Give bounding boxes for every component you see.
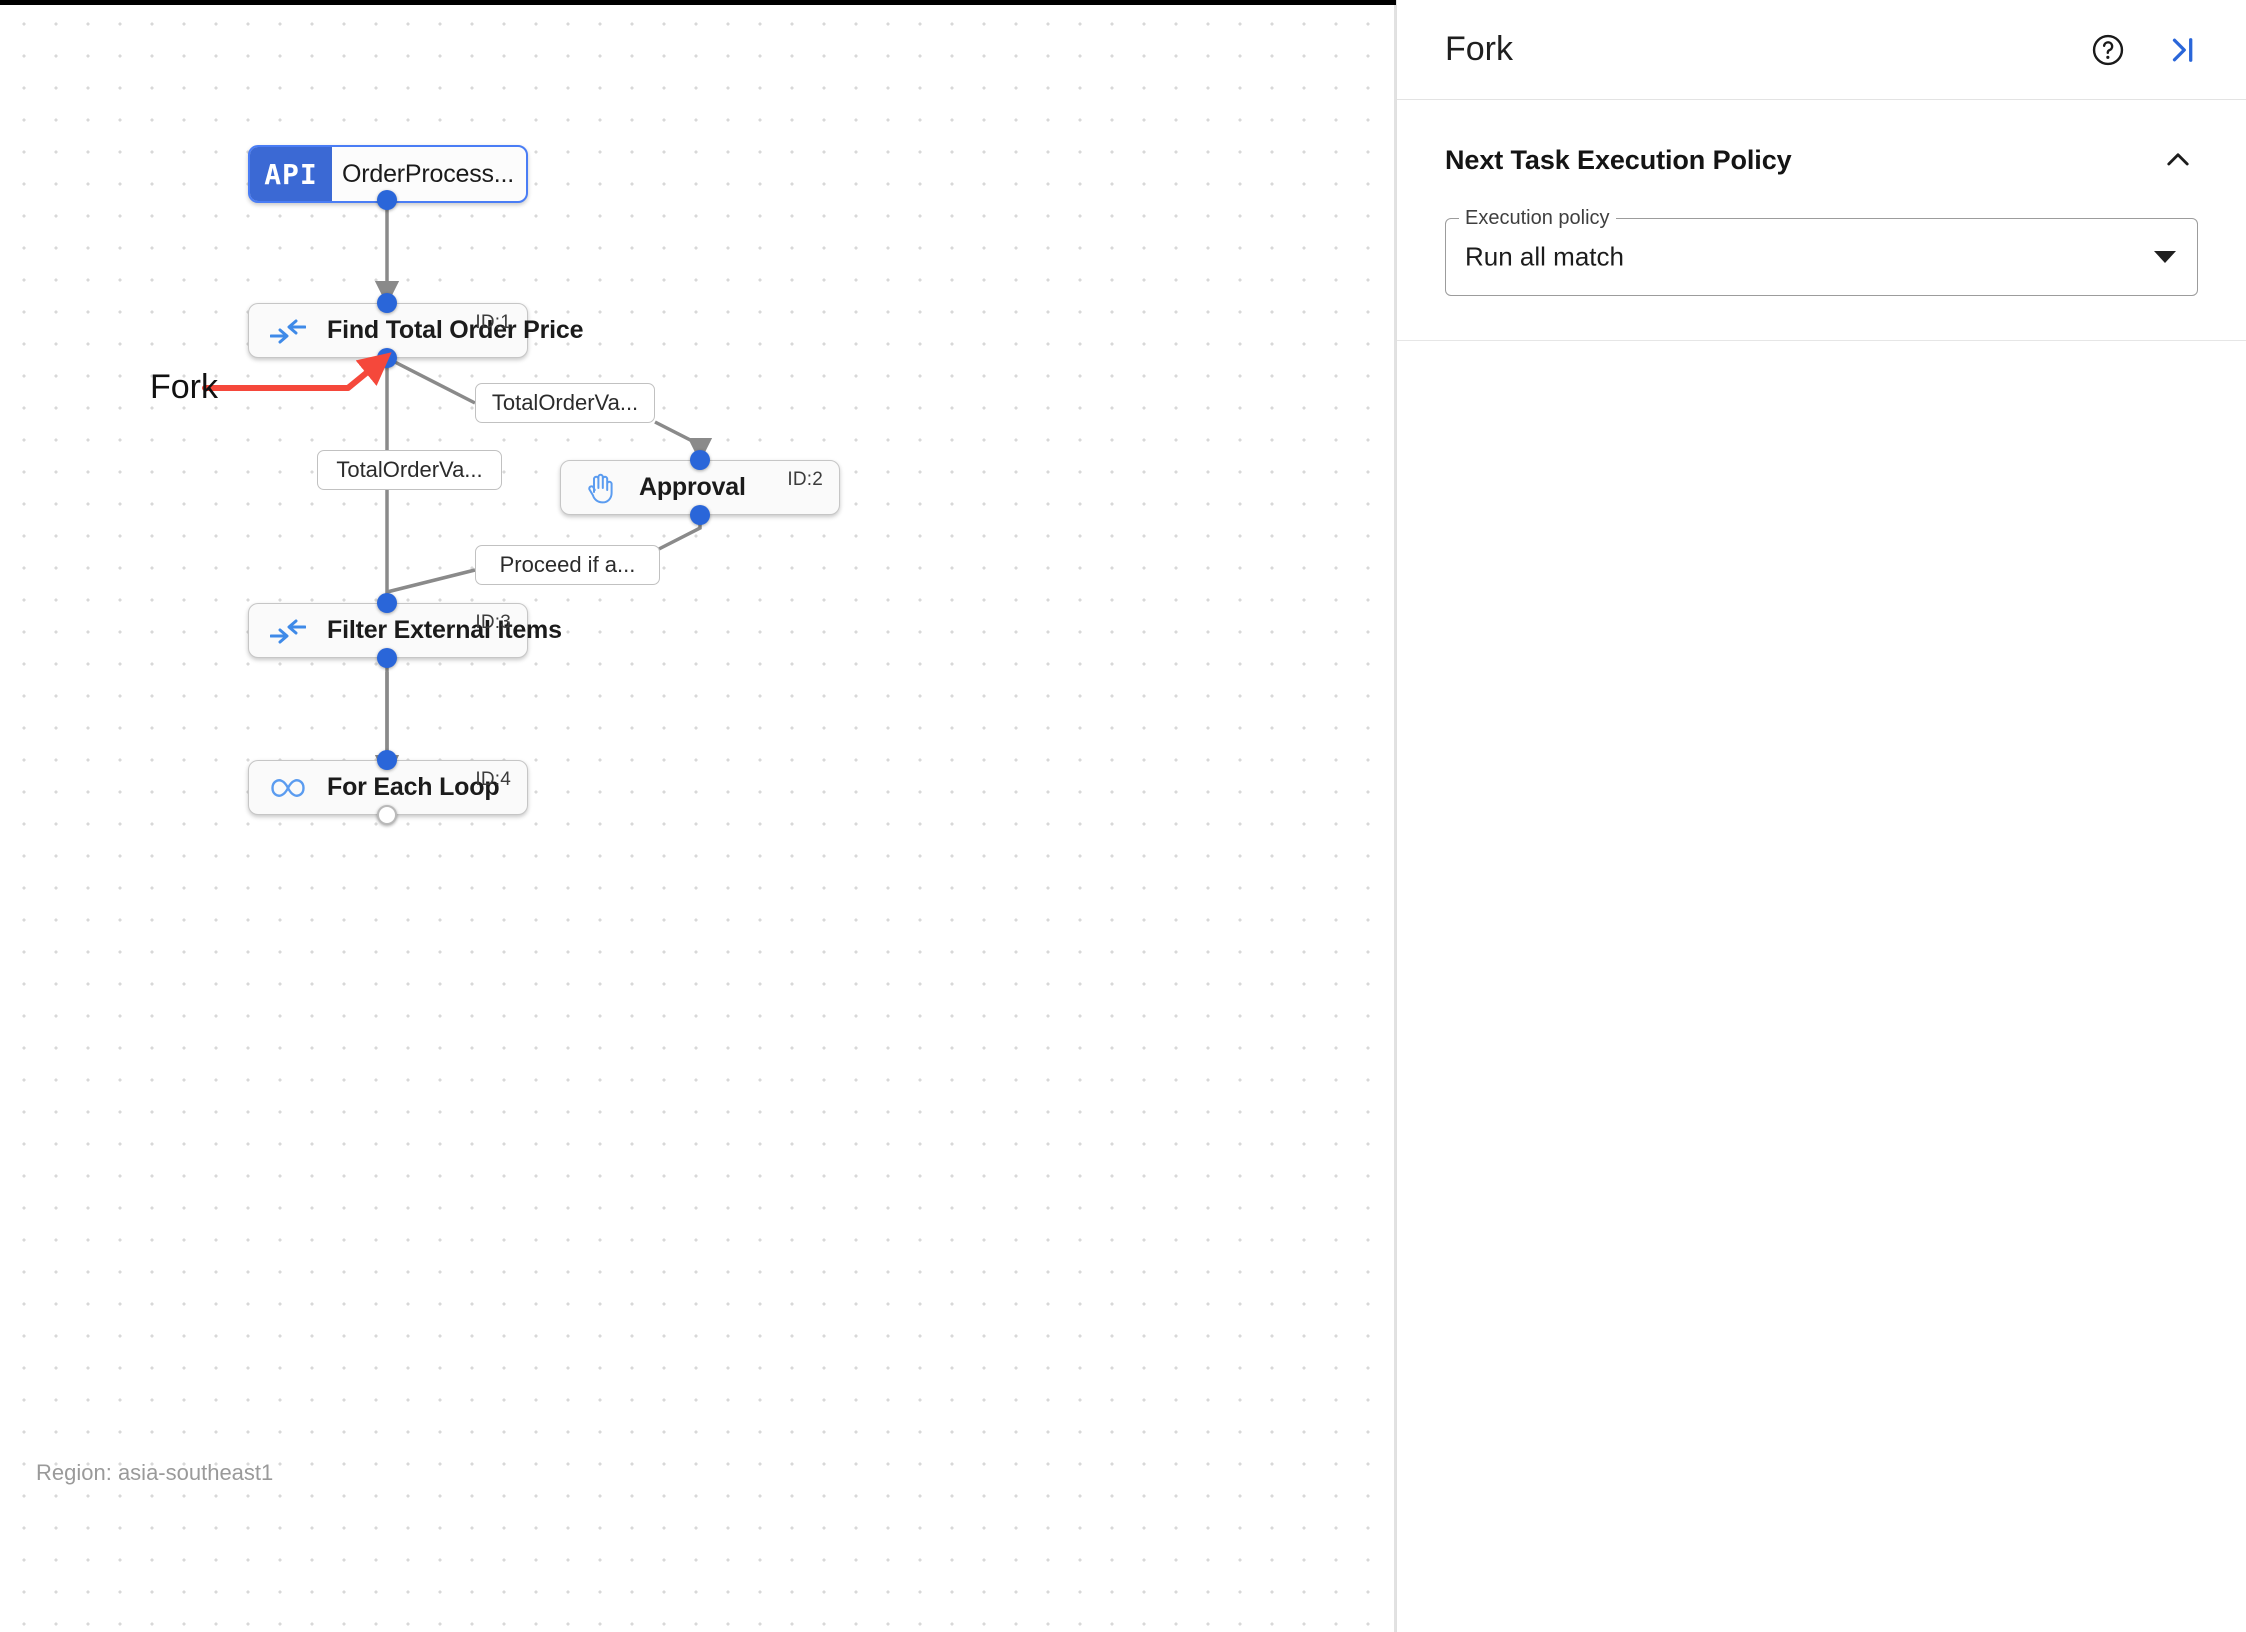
canvas-right-divider	[1394, 0, 1396, 1632]
merge-arrows-icon	[249, 318, 327, 344]
properties-panel: Fork Next Task	[1396, 0, 2246, 1632]
node-title: For Each Loop	[327, 773, 500, 801]
next-task-execution-policy-section: Next Task Execution Policy Execution pol…	[1397, 100, 2246, 341]
node-order-process[interactable]: API OrderProcess...	[248, 145, 528, 203]
node-title: OrderProcess...	[342, 159, 515, 188]
handle-order-process-output[interactable]	[377, 190, 397, 210]
edge-connections-layer-lower	[374, 672, 400, 780]
handle-approval-input[interactable]	[690, 450, 710, 470]
node-title: Approval	[639, 473, 746, 501]
handle-approval-output[interactable]	[690, 505, 710, 525]
help-circle-icon[interactable]	[2088, 30, 2128, 70]
node-id-badge: ID:3	[475, 612, 511, 633]
execution-policy-select-hit[interactable]	[1445, 218, 2198, 296]
node-title: Find Total Order Price	[327, 316, 584, 344]
node-id-badge: ID:2	[787, 469, 823, 490]
fork-annotation-arrow	[202, 352, 392, 391]
workflow-canvas[interactable]: Fork API OrderProcess... Find Total Orde…	[0, 0, 1396, 1632]
chevron-up-icon[interactable]	[2158, 140, 2198, 180]
execution-policy-label: Execution policy	[1459, 205, 1616, 231]
edge-label-e3-to-n3	[386, 568, 476, 594]
chevron-down-icon[interactable]	[2154, 251, 2176, 263]
fork-annotation-label: Fork	[150, 368, 218, 406]
edge-n1-to-label-e1-in	[386, 356, 476, 405]
handle-for-each-loop-output[interactable]	[377, 805, 397, 825]
hand-icon	[561, 472, 639, 504]
node-id-badge: ID:4	[475, 769, 511, 790]
merge-arrows-icon	[249, 618, 327, 644]
top-black-strip	[0, 0, 1396, 5]
execution-policy-value: Run all match	[1465, 241, 1624, 272]
edge-label-e1-to-n2	[654, 420, 713, 463]
node-id-badge: ID:1	[475, 312, 511, 333]
region-label: Region: asia-southeast1	[36, 1460, 274, 1485]
node-title: Filter External Items	[327, 616, 562, 644]
section-title: Next Task Execution Policy	[1445, 144, 1792, 175]
section-header[interactable]: Next Task Execution Policy	[1445, 140, 2198, 180]
edge-label-proceed-if-approved[interactable]: Proceed if a...	[475, 545, 660, 585]
edge-label-total-order-value-1[interactable]: TotalOrderVa...	[475, 383, 655, 423]
handle-filter-external-items-output[interactable]	[377, 648, 397, 668]
infinity-icon	[249, 777, 327, 799]
collapse-panel-icon[interactable]	[2162, 30, 2202, 70]
panel-header: Fork	[1397, 0, 2246, 100]
handle-for-each-loop-input[interactable]	[377, 750, 397, 770]
edge-label-total-order-value-2[interactable]: TotalOrderVa...	[317, 450, 502, 490]
handle-filter-external-items-input[interactable]	[377, 593, 397, 613]
api-badge-icon: API	[250, 147, 332, 201]
panel-title: Fork	[1445, 30, 1513, 68]
panel-header-actions	[2088, 30, 2202, 70]
handle-find-total-order-price-output[interactable]	[377, 348, 397, 368]
execution-policy-select[interactable]: Execution policy Run all match	[1445, 205, 2198, 296]
edge-connections-layer	[374, 200, 713, 796]
handle-find-total-order-price-input[interactable]	[377, 293, 397, 313]
